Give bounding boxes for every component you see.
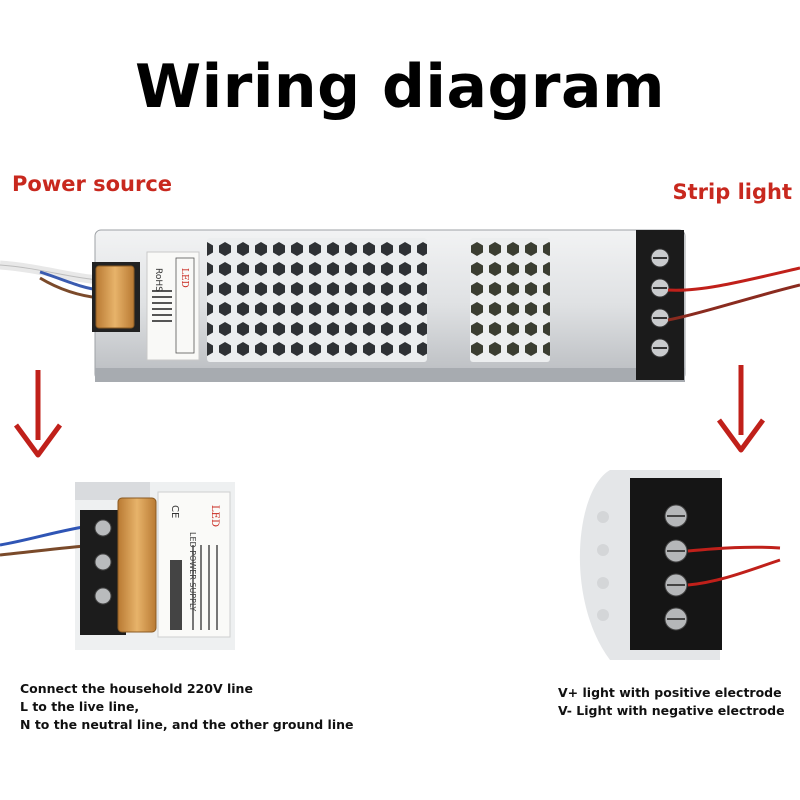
note-line: N to the neutral line, and the other gro…: [20, 717, 354, 732]
note-line: V+ light with positive electrode: [558, 685, 782, 700]
output-wiring-note: V+ light with positive electrode V- Ligh…: [558, 684, 785, 720]
input-terminal-closeup: CE LED LED POWER SUPPLY: [0, 482, 235, 650]
label-brand-text: LED: [179, 268, 189, 288]
power-source-label: Power source: [12, 172, 173, 196]
closeup-heading-text: LED POWER SUPPLY: [188, 532, 197, 611]
arrow-down-right-icon: [716, 365, 766, 453]
closeup-ce-text: CE: [169, 505, 180, 518]
note-line: V- Light with negative electrode: [558, 703, 785, 718]
diagram-title: Wiring diagram: [134, 52, 665, 122]
arrow-down-left-icon: [13, 370, 63, 458]
power-supply-unit: RoHS LED: [0, 229, 800, 382]
note-line: L to the live line,: [20, 699, 140, 714]
strip-light-label: Strip light: [672, 180, 792, 204]
closeup-brand-text: LED: [209, 505, 220, 527]
label-rohs-text: RoHS: [153, 268, 163, 292]
input-wiring-note: Connect the household 220V line L to the…: [20, 680, 354, 734]
note-line: Connect the household 220V line: [20, 681, 253, 696]
output-terminal-closeup: [579, 470, 781, 660]
